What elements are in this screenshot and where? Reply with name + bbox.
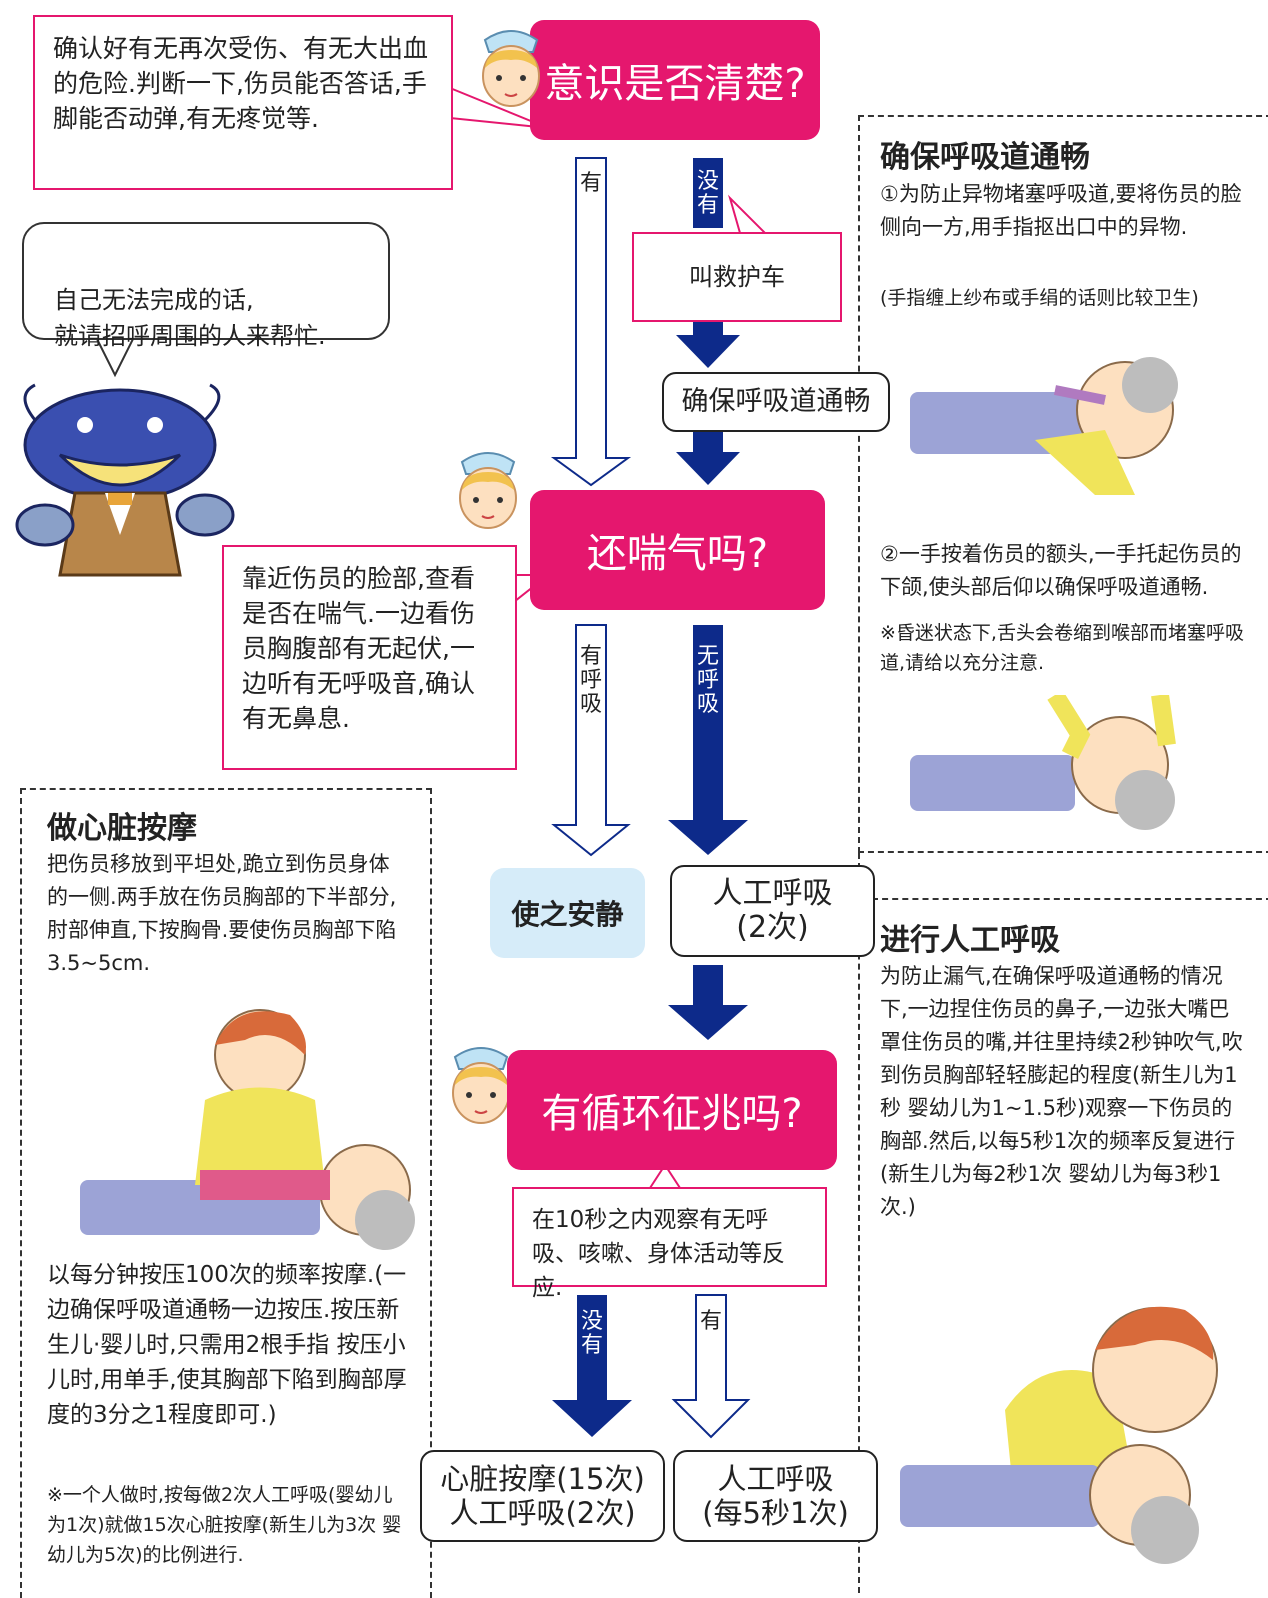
arrow-breath-to-q3 <box>668 965 748 1040</box>
illustration-chest-compression <box>75 1005 415 1250</box>
panel-airway <box>858 115 1268 853</box>
arrow-q1-yes <box>550 157 632 487</box>
question-consciousness-title: 意识是否清楚? <box>544 61 806 107</box>
panel-cpr-note: ※一个人做时,按每做2次人工呼吸(婴幼儿为1次)就做15次心脏按摩(新生儿为3次… <box>47 1484 402 1566</box>
result-rescue-breathing-text: 人工呼吸 (每5秒1次) <box>702 1462 849 1530</box>
arrow-airway-to-q2 <box>676 452 740 485</box>
note-circulation-text: 在10秒之内观察有无呼吸、咳嗽、身体活动等反应. <box>532 1207 785 1301</box>
callout-ambulance-text: 叫救护车 <box>689 262 785 291</box>
callout-ambulance: 叫救护车 <box>632 232 842 322</box>
question-circulation-title: 有循环征兆吗? <box>541 1091 803 1137</box>
note-circulation: 在10秒之内观察有无呼吸、咳嗽、身体活动等反应. <box>512 1187 827 1301</box>
arrow-to-airway <box>676 335 740 368</box>
illustration-head-tilt <box>905 690 1195 840</box>
panel-rescue-title: 进行人工呼吸 <box>880 923 1060 958</box>
question-circulation: 有循环征兆吗? <box>507 1050 837 1170</box>
mascot-speech-bubble: 自己无法完成的话, 就请招呼周围的人来帮忙. <box>22 222 390 350</box>
nurse-avatar-icon <box>445 1035 517 1127</box>
result-cpr-text: 心脏按摩(15次) 人工呼吸(2次) <box>440 1462 645 1530</box>
question-consciousness: 意识是否清楚? <box>530 20 820 140</box>
label-q1-no: 没有 <box>696 169 719 218</box>
arrow-q3-yes <box>671 1294 751 1439</box>
note-breathing: 靠近伤员的脸部,查看是否在喘气.一边看伤员胸腹部有无起伏,一边听有无呼吸音,确认… <box>222 545 517 770</box>
label-q2-yes: 有呼吸 <box>579 644 602 717</box>
panel-airway-p1-note: (手指缠上纱布或手绢的话则比较卫生) <box>880 287 1199 309</box>
label-q3-yes: 有 <box>699 1309 722 1334</box>
arrow-q1-no-bar <box>693 158 723 228</box>
arrow-q2-no <box>668 625 748 855</box>
illustration-rescue-breathing <box>895 1290 1240 1580</box>
label-q1-yes: 有 <box>579 171 602 196</box>
note-breathing-text: 靠近伤员的脸部,查看是否在喘气.一边看伤员胸腹部有无起伏,一边听有无呼吸音,确认… <box>242 564 475 733</box>
question-breathing: 还喘气吗? <box>530 490 825 610</box>
panel-airway-p1: ①为防止异物堵塞呼吸道,要将伤员的脸侧向一方,用手指抠出口中的异物. <box>880 182 1242 239</box>
arrow-q3-no <box>552 1295 632 1437</box>
illustration-clear-mouth <box>905 350 1195 500</box>
label-q3-no: 没有 <box>580 1309 603 1358</box>
panel-airway-p2-note: ※昏迷状态下,舌头会卷缩到喉部而堵塞呼吸道,请给以充分注意. <box>880 622 1244 674</box>
result-calm-text: 使之安静 <box>511 898 624 931</box>
panel-cpr-title: 做心脏按摩 <box>47 811 197 846</box>
panel-rescue-text: 为防止漏气,在确保呼吸道通畅的情况下,一边捏住伤员的鼻子,一边张大嘴巴罩住伤员的… <box>880 964 1243 1219</box>
mascot-speech-text: 自己无法完成的话, 就请招呼周围的人来帮忙. <box>54 286 326 350</box>
step-airway: 确保呼吸道通畅 <box>662 372 890 432</box>
panel-cpr-text2: 以每分钟按压100次的频率按摩.(一边确保呼吸道通畅一边按压.按压新生儿·婴儿时… <box>47 1262 407 1428</box>
step-airway-text: 确保呼吸道通畅 <box>681 386 871 417</box>
label-q2-no: 无呼吸 <box>696 644 719 717</box>
result-breath-twice-text: 人工呼吸 (2次) <box>712 876 833 945</box>
question-breathing-title: 还喘气吗? <box>586 531 769 577</box>
result-calm: 使之安静 <box>490 868 645 958</box>
panel-rescue-left-edge <box>858 853 860 1593</box>
panel-rescue <box>872 898 1268 1598</box>
note-consciousness-text: 确认好有无再次受伤、有无大出血的危险.判断一下,伤员能否答话,手脚能否动弹,有无… <box>53 34 429 133</box>
arrow-q2-yes <box>551 624 631 857</box>
note-consciousness: 确认好有无再次受伤、有无大出血的危险.判断一下,伤员能否答话,手脚能否动弹,有无… <box>33 15 453 190</box>
result-breath-twice: 人工呼吸 (2次) <box>670 865 875 957</box>
nurse-avatar-icon <box>452 440 524 532</box>
result-cpr: 心脏按摩(15次) 人工呼吸(2次) <box>420 1450 665 1542</box>
result-rescue-breathing: 人工呼吸 (每5秒1次) <box>673 1450 878 1542</box>
panel-cpr <box>20 788 432 1598</box>
panel-airway-title: 确保呼吸道通畅 <box>880 140 1090 175</box>
mascot-catfish-icon <box>5 375 245 580</box>
panel-cpr-text: 把伤员移放到平坦处,跪立到伤员身体的一侧.两手放在伤员胸部的下半部分,肘部伸直,… <box>47 852 397 975</box>
panel-airway-p2: ②一手按着伤员的额头,一手托起伤员的下颌,使头部后仰以确保呼吸道通畅. <box>880 542 1242 599</box>
nurse-avatar-icon <box>475 18 547 110</box>
